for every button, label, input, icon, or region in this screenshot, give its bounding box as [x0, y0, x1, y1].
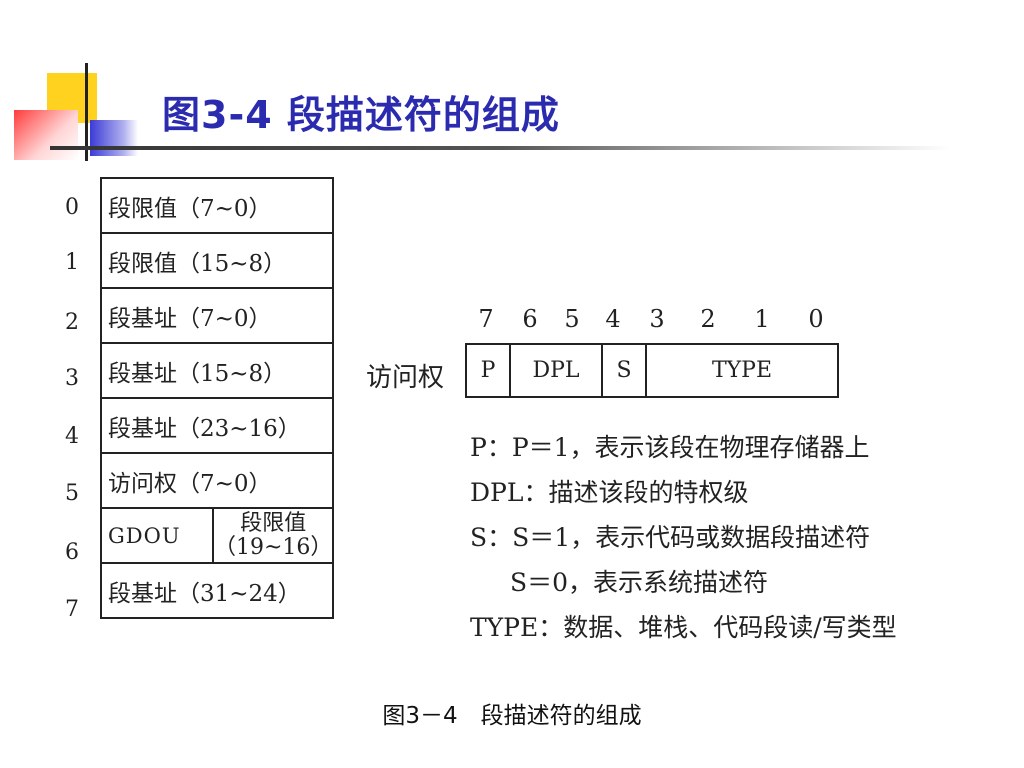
slide-title: 图3-4 段描述符的组成	[162, 93, 560, 137]
bit-number: 3	[649, 305, 665, 333]
logo-vertical-line	[85, 63, 88, 161]
figure-caption: 图3－4 段描述符的组成	[382, 703, 642, 729]
limit-high: 段限值 （19~16）	[214, 509, 332, 562]
row-number: 0	[65, 195, 79, 220]
slide-logo	[0, 0, 150, 175]
limit-high-range: （19~16）	[214, 534, 333, 560]
row-number: 7	[65, 597, 79, 622]
bit-number: 7	[478, 305, 494, 333]
gdou-flags: GDOU	[102, 509, 214, 562]
limit-high-label: 段限值	[240, 510, 307, 536]
descriptor-byte-2: 段基址（7~0）	[99, 287, 335, 344]
descriptor-byte-6: GDOU 段限值 （19~16）	[99, 507, 335, 564]
access-rights-label: 访问权	[366, 363, 445, 393]
descriptor-byte-3: 段基址（15~8）	[99, 342, 335, 399]
bit-number: 6	[522, 305, 538, 333]
row-number: 3	[65, 366, 79, 391]
note-type: TYPE：数据、堆栈、代码段读/写类型	[470, 613, 897, 642]
access-rights-byte: P DPL S TYPE	[465, 343, 839, 398]
bit-number: 0	[808, 305, 824, 333]
descriptor-table: 段限值（7~0） 段限值（15~8） 段基址（7~0） 段基址（15~8） 段基…	[99, 177, 335, 619]
title-underline	[50, 146, 950, 150]
field-dpl: DPL	[511, 345, 603, 396]
bit-number: 1	[754, 305, 770, 333]
bit-number: 5	[564, 305, 580, 333]
descriptor-byte-5: 访问权（7~0）	[99, 452, 335, 509]
row-number: 2	[65, 310, 79, 335]
note-dpl: DPL：描述该段的特权级	[470, 478, 749, 507]
row-number: 6	[65, 540, 79, 565]
note-s0: S＝0，表示系统描述符	[510, 568, 769, 597]
logo-red-square	[14, 110, 78, 160]
logo-blue-square	[90, 120, 138, 156]
row-number: 4	[65, 424, 79, 449]
note-p: P：P＝1，表示该段在物理存储器上	[470, 433, 870, 462]
field-p: P	[467, 345, 511, 396]
descriptor-byte-4: 段基址（23~16）	[99, 397, 335, 454]
note-s1: S：S＝1，表示代码或数据段描述符	[470, 523, 871, 552]
row-number: 5	[65, 481, 79, 506]
descriptor-byte-1: 段限值（15~8）	[99, 232, 335, 289]
field-s: S	[603, 345, 647, 396]
bit-number: 4	[605, 305, 621, 333]
field-notes: P：P＝1，表示该段在物理存储器上 DPL：描述该段的特权级 S：S＝1，表示代…	[470, 425, 897, 650]
descriptor-byte-7: 段基址（31~24）	[99, 562, 335, 619]
row-number: 1	[65, 250, 79, 275]
descriptor-byte-0: 段限值（7~0）	[99, 177, 335, 234]
field-type: TYPE	[711, 358, 773, 383]
bit-number: 2	[700, 305, 716, 333]
